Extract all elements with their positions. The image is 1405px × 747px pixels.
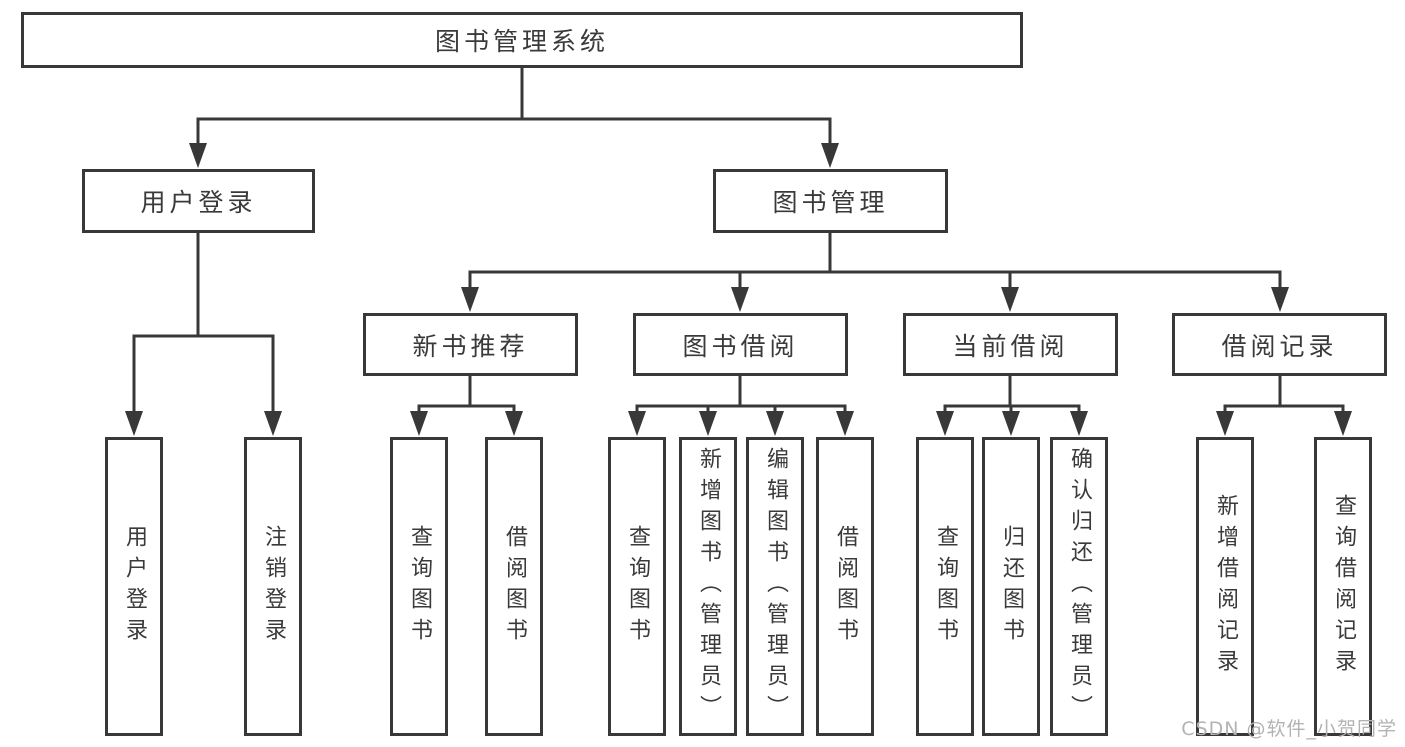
node-book-management: 图书管理 bbox=[713, 169, 948, 233]
arrow-icon bbox=[731, 287, 749, 312]
leaf-query-books-newbook-label: 查询图书 bbox=[407, 524, 432, 649]
leaf-borrow-books-borrowing-label: 借阅图书 bbox=[833, 524, 858, 649]
leaf-edit-book-admin-label: 编辑图书（管理员） bbox=[763, 447, 788, 726]
node-new-book-recommendation-label: 新书推荐 bbox=[412, 331, 529, 361]
leaf-return-books: 归还图书 bbox=[982, 437, 1040, 736]
leaf-confirm-return-admin: 确认归还（管理员） bbox=[1050, 437, 1108, 736]
arrow-icon bbox=[836, 411, 854, 436]
leaf-user-login-label: 用户登录 bbox=[122, 524, 147, 649]
leaf-add-borrow-record-label: 新增借阅记录 bbox=[1213, 493, 1238, 680]
arrow-icon bbox=[1002, 411, 1020, 436]
arrow-icon bbox=[125, 411, 143, 436]
leaf-query-books-borrowing: 查询图书 bbox=[608, 437, 666, 736]
arrow-icon bbox=[461, 287, 479, 312]
node-user-login-label: 用户登录 bbox=[140, 188, 257, 217]
arrow-icon bbox=[505, 411, 523, 436]
arrow-icon bbox=[1334, 411, 1352, 436]
leaf-add-book-admin: 新增图书（管理员） bbox=[679, 437, 737, 736]
node-root: 图书管理系统 bbox=[21, 12, 1023, 68]
arrow-icon bbox=[1001, 287, 1019, 312]
leaf-confirm-return-admin-label: 确认归还（管理员） bbox=[1067, 447, 1092, 726]
leaf-logout-label: 注销登录 bbox=[261, 524, 286, 649]
arrow-icon bbox=[766, 411, 784, 436]
arrow-icon bbox=[628, 411, 646, 436]
arrow-icon bbox=[1070, 411, 1088, 436]
leaf-query-books-current-label: 查询图书 bbox=[933, 524, 958, 649]
arrow-icon bbox=[410, 411, 428, 436]
node-borrowing-records: 借阅记录 bbox=[1172, 313, 1387, 376]
leaf-borrow-books-newbook-label: 借阅图书 bbox=[502, 524, 527, 649]
arrow-icon bbox=[936, 411, 954, 436]
arrow-icon bbox=[821, 143, 839, 168]
arrow-icon bbox=[699, 411, 717, 436]
leaf-user-login: 用户登录 bbox=[105, 437, 163, 736]
node-user-login: 用户登录 bbox=[82, 169, 315, 233]
leaf-add-book-admin-label: 新增图书（管理员） bbox=[696, 447, 721, 726]
node-borrowing-records-label: 借阅记录 bbox=[1221, 331, 1338, 361]
leaf-query-books-current: 查询图书 bbox=[916, 437, 974, 736]
leaf-query-borrow-record: 查询借阅记录 bbox=[1314, 437, 1372, 736]
node-book-borrowing: 图书借阅 bbox=[633, 313, 848, 376]
node-root-label: 图书管理系统 bbox=[434, 27, 609, 56]
leaf-borrow-books-borrowing: 借阅图书 bbox=[816, 437, 874, 736]
leaf-borrow-books-newbook: 借阅图书 bbox=[485, 437, 543, 736]
arrow-icon bbox=[189, 143, 207, 168]
leaf-query-borrow-record-label: 查询借阅记录 bbox=[1331, 493, 1356, 680]
arrowheads bbox=[125, 143, 1352, 436]
node-book-borrowing-label: 图书借阅 bbox=[682, 331, 799, 361]
arrow-icon bbox=[1216, 411, 1234, 436]
leaf-add-borrow-record: 新增借阅记录 bbox=[1196, 437, 1254, 736]
arrow-icon bbox=[264, 411, 282, 436]
node-book-management-label: 图书管理 bbox=[772, 188, 889, 217]
leaf-logout: 注销登录 bbox=[244, 437, 302, 736]
leaf-edit-book-admin: 编辑图书（管理员） bbox=[746, 437, 804, 736]
leaf-query-books-newbook: 查询图书 bbox=[390, 437, 448, 736]
node-current-borrowing-label: 当前借阅 bbox=[952, 331, 1069, 361]
node-current-borrowing: 当前借阅 bbox=[903, 313, 1118, 376]
watermark-text: CSDN @软件_小贺同学 bbox=[1181, 718, 1397, 740]
leaf-return-books-label: 归还图书 bbox=[999, 524, 1024, 649]
tree-edges bbox=[132, 66, 1345, 416]
arrow-icon bbox=[1271, 287, 1289, 312]
node-new-book-recommendation: 新书推荐 bbox=[363, 313, 578, 376]
leaf-query-books-borrowing-label: 查询图书 bbox=[625, 524, 650, 649]
